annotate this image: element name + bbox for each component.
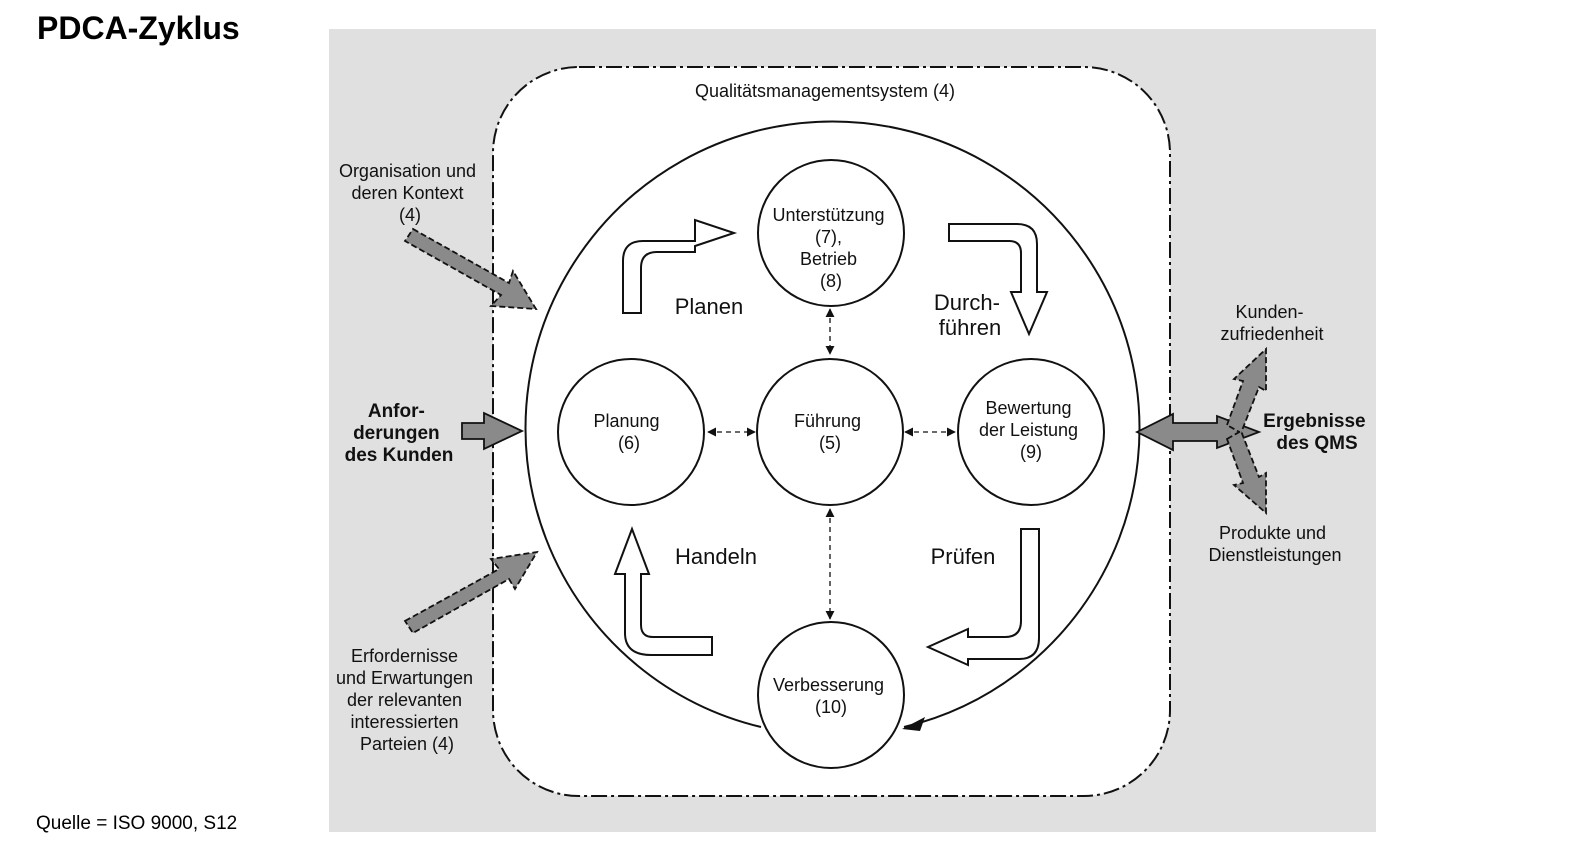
plan-arrow bbox=[622, 218, 738, 314]
products-label: Produkte und Dienstleistungen bbox=[1208, 523, 1341, 565]
satisfaction-label: Kunden- zufriedenheit bbox=[1220, 302, 1323, 344]
requirements-input-arrow bbox=[461, 411, 525, 451]
leadership-circle: Führung (5) bbox=[756, 358, 904, 506]
plan-label: Planen bbox=[675, 294, 744, 319]
planning-circle: Planung (6) bbox=[557, 358, 705, 506]
pdca-diagram-svg: Qualitätsmanagementsystem (4) Unterstütz… bbox=[336, 66, 1371, 797]
evaluation-circle: Bewertung der Leistung (9) bbox=[957, 358, 1105, 506]
improvement-circle: Verbesserung (10) bbox=[757, 621, 905, 769]
svg-text:Bewertung der Leistung: Bewertung der Leistung (9) bbox=[979, 398, 1083, 462]
do-arrow bbox=[948, 223, 1049, 337]
cycle-circle bbox=[524, 120, 1141, 728]
act-arrow bbox=[613, 526, 713, 656]
page-title: PDCA-Zyklus bbox=[37, 10, 240, 46]
svg-text:Unterstützung (7),: Unterstützung (7), Betrieb (8) bbox=[772, 205, 889, 291]
context-input-arrow bbox=[403, 227, 538, 311]
cycle-end-arrowhead bbox=[902, 717, 925, 731]
source-note: Quelle = ISO 9000, S12 bbox=[36, 813, 238, 834]
do-label: Durch- führen bbox=[934, 290, 1006, 340]
act-label: Handeln bbox=[675, 544, 757, 569]
needs-input-arrow bbox=[403, 550, 539, 635]
results-label: Ergebnisse des QMS bbox=[1263, 411, 1371, 454]
products-output-arrow bbox=[1225, 429, 1267, 515]
svg-text:Planung (6): Planung (6) bbox=[593, 411, 664, 453]
support-circle: Unterstützung (7), Betrieb (8) bbox=[757, 159, 905, 307]
requirements-label: Anfor- derungen des Kunden bbox=[345, 401, 454, 466]
context-label: Organisation und deren Kontext (4) bbox=[339, 161, 481, 225]
svg-text:Führung (5): Führung (5) bbox=[794, 411, 866, 453]
qms-label: Qualitätsmanagementsystem (4) bbox=[695, 81, 955, 101]
svg-text:Verbesserung (10): Verbesserung (10) bbox=[773, 675, 889, 717]
satisfaction-output-arrow bbox=[1225, 346, 1267, 435]
pdca-diagram: Qualitätsmanagementsystem (4) Unterstütz… bbox=[329, 29, 1376, 832]
check-label: Prüfen bbox=[931, 544, 996, 569]
check-arrow bbox=[925, 528, 1040, 667]
needs-label: Erfordernisse und Erwartungen der releva… bbox=[336, 646, 478, 754]
